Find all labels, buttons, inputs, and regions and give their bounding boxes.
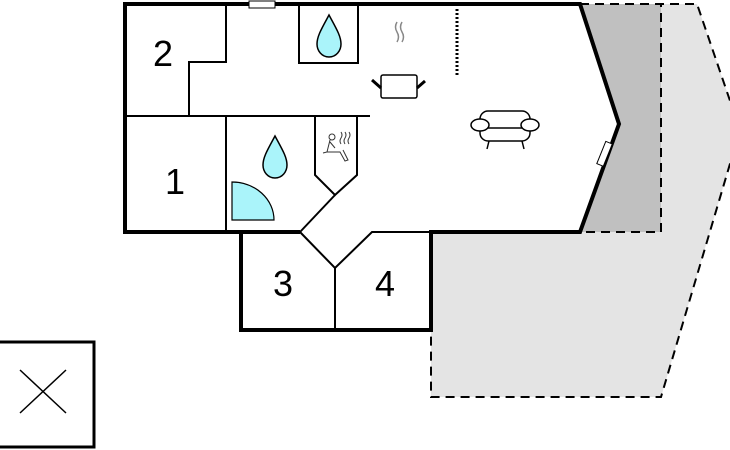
room-label-1: 1 bbox=[165, 161, 186, 202]
room-label-4: 4 bbox=[375, 263, 396, 304]
compass-x-icon bbox=[0, 340, 96, 449]
sauna-icon bbox=[322, 131, 351, 162]
shower-icon bbox=[231, 181, 275, 221]
room-label-2: 2 bbox=[153, 33, 174, 74]
window-top bbox=[248, 0, 276, 9]
room-label-3: 3 bbox=[273, 263, 294, 304]
house-outline bbox=[123, 2, 622, 332]
water-drop-icon bbox=[262, 134, 288, 179]
sofa-icon bbox=[470, 110, 540, 150]
window-right bbox=[596, 140, 613, 167]
interior-walls bbox=[125, 3, 431, 330]
cooking-pot-icon bbox=[371, 21, 426, 99]
water-drop-icon bbox=[316, 13, 342, 58]
